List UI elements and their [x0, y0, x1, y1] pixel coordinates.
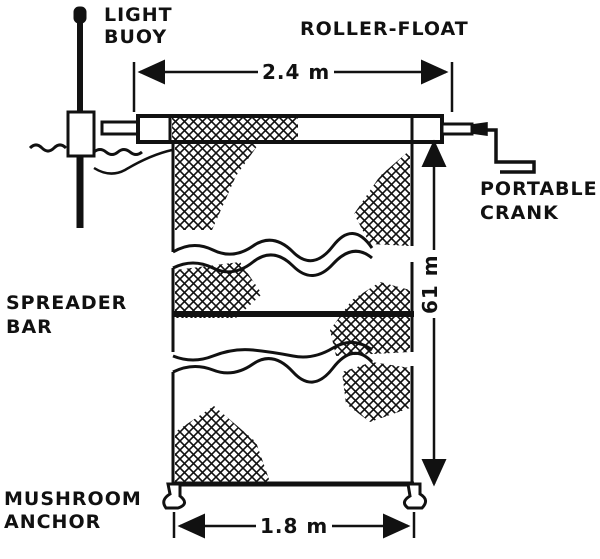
crank-label: CRANK: [480, 202, 559, 224]
spreader-label: SPREADER: [6, 292, 128, 314]
mushroom-anchor-right: [403, 482, 427, 510]
width-label: 1.8 m: [256, 516, 333, 536]
depth-label: 61 m: [418, 250, 442, 318]
net-panel: [171, 142, 414, 484]
mooring-line: [93, 148, 173, 175]
buoy-label: BUOY: [104, 26, 168, 48]
roller-float-label: ROLLER-FLOAT: [300, 18, 469, 40]
water-surface: [28, 143, 143, 156]
light-label: LIGHT: [104, 4, 173, 26]
light-buoy: [66, 6, 96, 228]
mushroom-anchors: [162, 482, 427, 510]
bar-label: BAR: [6, 316, 53, 338]
portable-crank: [471, 121, 536, 174]
anchor-label: ANCHOR: [4, 511, 102, 533]
length-label: 2.4 m: [258, 62, 335, 82]
buoy-lamp: [73, 6, 87, 24]
buoy-float: [66, 110, 96, 158]
roller-mesh: [172, 118, 298, 140]
net-mesh: [175, 142, 410, 482]
portable-label: PORTABLE: [480, 178, 598, 200]
mushroom-anchor-left: [162, 482, 186, 510]
mushroom-label: MUSHROOM: [4, 488, 142, 510]
